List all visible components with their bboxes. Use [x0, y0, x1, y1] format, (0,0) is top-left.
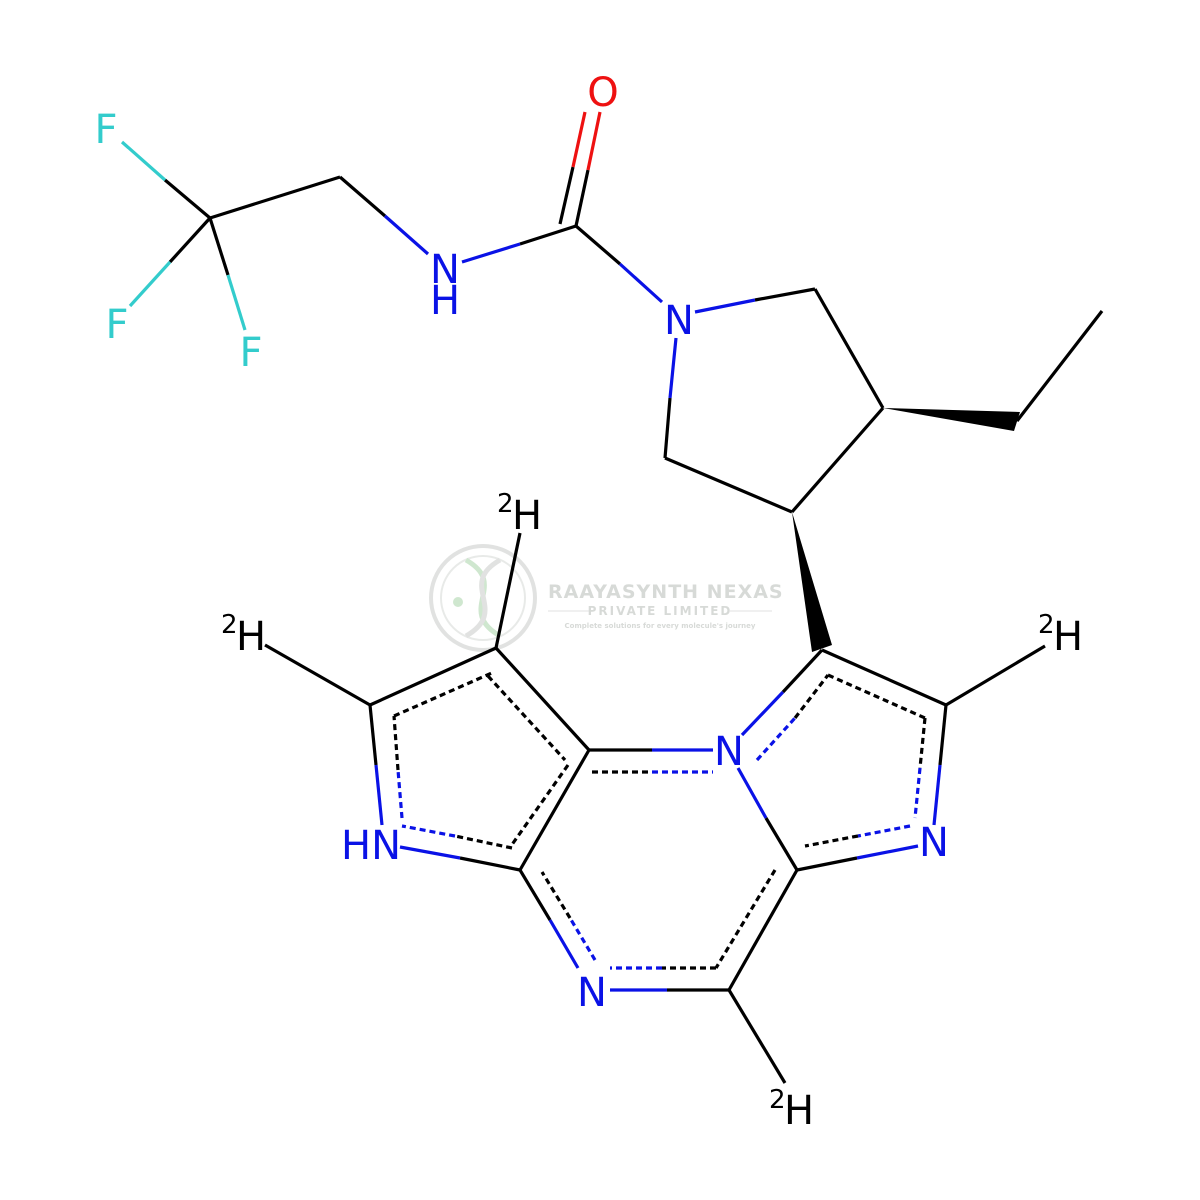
bond-c4-c3 — [790, 406, 885, 514]
bonds — [120, 111, 1104, 1084]
bond-c5-d — [727, 989, 787, 1084]
atom-amide-nitrogen: N — [430, 247, 460, 293]
bond-c2-c3-arom — [393, 670, 495, 718]
bond-cf3-ch2 — [209, 175, 341, 220]
atom-fluorine-2: F — [105, 302, 128, 348]
bond-c3-c3a-arom — [486, 674, 567, 762]
atom-pyrazine-nitrogen: N — [577, 970, 607, 1016]
atom-fluorine-3: F — [239, 330, 262, 376]
bond-ch2b-npyrr — [663, 337, 678, 459]
atom-imidazole-nitrogen: N — [919, 820, 949, 866]
bond-c-f2 — [128, 216, 212, 308]
watermark-logo-icon — [429, 544, 537, 652]
deuterium-mass-right: 2 — [1038, 610, 1055, 640]
bond-c3-ch2b — [664, 456, 793, 514]
watermark-subtitle: PRIVATE LIMITED — [588, 604, 733, 618]
atom-deuterium-top: 2 H — [497, 489, 542, 539]
bond-c3-d — [494, 532, 522, 649]
bond-c3im-c1im-arom — [827, 673, 926, 720]
bond-ch2-nh — [338, 175, 430, 256]
bond-carbonyl-double — [558, 111, 602, 227]
deuterium-symbol-top: H — [512, 493, 542, 539]
atom-deuterium-bottom: 2 H — [769, 1085, 814, 1134]
bond-carbonyl-npyrr — [574, 224, 664, 304]
bond-c-f3 — [208, 217, 247, 331]
bond-c1im-d — [945, 644, 1046, 707]
bond-c3im-c1im — [821, 648, 947, 707]
bond-c2-c3 — [369, 646, 497, 707]
bond-c2-d — [264, 643, 371, 707]
bond-npyrazine-c7a — [518, 869, 597, 969]
bond-ch2a-c4 — [813, 288, 885, 409]
bond-c1im-nim — [913, 704, 948, 826]
bond-c3a-nbridge — [589, 748, 713, 774]
deuterium-symbol-bottom: H — [784, 1088, 814, 1134]
watermark-tagline: Complete solutions for every molecule's … — [565, 622, 756, 630]
watermark-company: RAAYASYNTH NEXAS — [548, 581, 784, 603]
atom-deuterium-right: 2 H — [1038, 610, 1083, 660]
bond-c-f1 — [120, 140, 212, 220]
atom-deuterium-left: 2 H — [221, 610, 266, 660]
bond-c5-npyrazine — [610, 966, 729, 992]
bond-nh-c2 — [368, 704, 404, 826]
atom-pyrrole-nh: HN — [341, 823, 401, 869]
atom-fluorine-1: F — [94, 107, 117, 153]
bond-nbridge-c8a — [736, 767, 799, 871]
bond-nim-c8a — [796, 824, 919, 872]
wedge-bond-c4-ethyl — [883, 408, 1020, 431]
atom-pyrrolidine-nitrogen: N — [664, 298, 694, 344]
bond-c7a-nh — [399, 824, 521, 872]
watermark: RAAYASYNTH NEXAS PRIVATE LIMITED Complet… — [429, 544, 784, 652]
deuterium-mass-left: 2 — [221, 610, 238, 640]
bond-c3a-c7a — [518, 749, 591, 871]
atom-oxygen: O — [587, 70, 618, 116]
deuterium-mass-bottom: 2 — [769, 1085, 786, 1115]
deuterium-mass-top: 2 — [497, 489, 514, 519]
bond-nbridge-c3im — [740, 648, 830, 762]
wedge-bond-c3-imidazole — [792, 512, 832, 652]
bond-nh-carbonyl — [461, 224, 577, 264]
bond-c3-c3a — [494, 646, 591, 752]
deuterium-symbol-left: H — [236, 614, 266, 660]
atom-bridgehead-nitrogen: N — [714, 729, 744, 775]
bond-ethyl-ch3 — [1015, 310, 1104, 422]
bond-npyrr-ch2a — [694, 287, 816, 314]
bond-c8a-c5 — [727, 869, 799, 991]
bond-c3a-c7a-arom — [509, 764, 570, 847]
atom-labels: O F F F N H N HN N N N 2 H 2 H 2 H 2 H — [94, 70, 1083, 1134]
atom-amide-hydrogen: H — [430, 278, 460, 324]
bond-c8a-c5-arom — [714, 869, 777, 969]
deuterium-symbol-right: H — [1053, 614, 1083, 660]
